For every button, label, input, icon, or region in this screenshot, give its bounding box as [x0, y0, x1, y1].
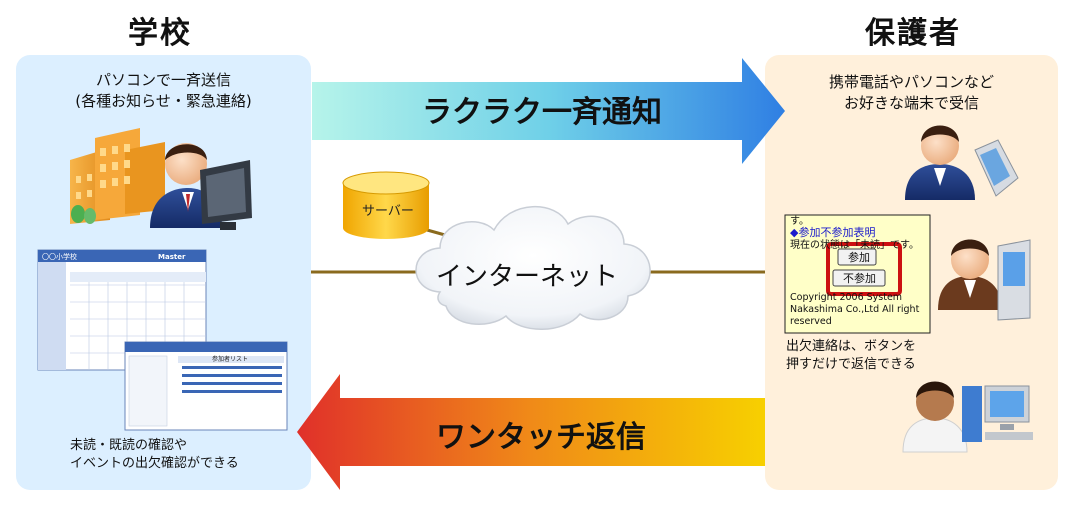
guardian-pc-icon — [902, 381, 1033, 453]
school-building-icon — [70, 128, 165, 224]
phone-copyright-1: Copyright 2006 System — [790, 292, 902, 303]
school-desc-line1: パソコンで一斉送信 — [95, 71, 231, 89]
internet-label: インターネット — [436, 262, 618, 292]
phone-copyright-3: reserved — [790, 316, 832, 327]
guardian-mobile-icon — [905, 125, 1019, 200]
school-note: 未読・既読の確認や イベントの出欠確認ができる — [70, 437, 239, 473]
school-note-line1: 未読・既読の確認や — [70, 438, 188, 453]
guardian-desc: 携帯電話やパソコンなど お好きな端末で受信 — [765, 72, 1058, 114]
guardian-pda-icon — [938, 239, 1031, 321]
participant-list-screenshot — [124, 341, 288, 431]
guardian-desc-line1: 携帯電話やパソコンなど — [828, 73, 994, 91]
reply-arrow-label: ワンタッチ返信 — [436, 420, 646, 455]
guardian-heading: 保護者 — [865, 16, 961, 51]
participant-list-title: 参加者リスト — [212, 355, 248, 363]
internet-cloud-icon — [415, 205, 651, 330]
monitor-icon — [200, 160, 252, 230]
calendar-header: 〇〇小学校 — [42, 252, 77, 261]
school-note-line2: イベントの出欠確認ができる — [70, 456, 239, 471]
reply-buttons-highlight — [826, 242, 902, 296]
server-icon — [342, 171, 430, 239]
calendar-screenshot — [37, 249, 207, 371]
phone-screen-status: 現在の状態は「未読」です。 — [790, 238, 919, 251]
phone-screen-top: す。 — [790, 215, 809, 227]
join-button[interactable] — [837, 248, 877, 266]
decline-button[interactable] — [832, 269, 886, 287]
guardian-note: 出欠連絡は、ボタンを 押すだけで返信できる — [786, 338, 916, 374]
reply-arrow — [297, 374, 765, 490]
school-heading: 学校 — [128, 16, 192, 51]
server-label: サーバー — [362, 204, 414, 219]
phone-screen-heading: ◆参加不参加表明 — [790, 225, 875, 239]
decline-button-label: 不参加 — [843, 271, 876, 285]
notify-arrow-label: ラクラク一斉通知 — [422, 95, 662, 130]
guardian-desc-line2: お好きな端末で受信 — [843, 94, 979, 112]
guardian-note-line1: 出欠連絡は、ボタンを — [786, 339, 917, 354]
school-desc-line2: (各種お知らせ・緊急連絡) — [75, 92, 252, 110]
phone-copyright-2: Nakashima Co.,Ltd All right — [790, 304, 920, 315]
notify-arrow — [312, 58, 785, 164]
guardian-note-line2: 押すだけで返信できる — [786, 357, 916, 372]
calendar-logo: Master — [158, 253, 186, 261]
school-desc: パソコンで一斉送信 (各種お知らせ・緊急連絡) — [16, 70, 311, 112]
join-button-label: 参加 — [848, 250, 870, 264]
